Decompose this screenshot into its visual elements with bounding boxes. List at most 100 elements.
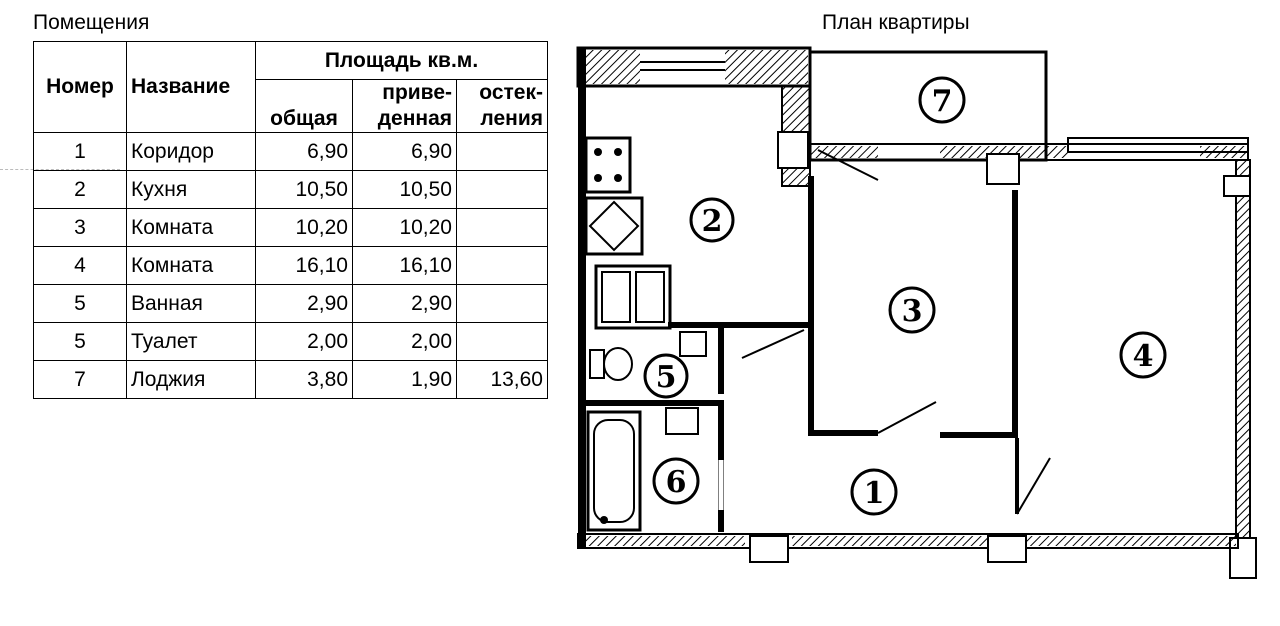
column-box — [987, 535, 1027, 563]
cell-number: 4 — [33, 246, 127, 285]
room-label-5: 5 — [643, 353, 689, 399]
svg-text:4: 4 — [1133, 339, 1154, 374]
column-box — [986, 153, 1020, 185]
sink-bowl — [588, 200, 640, 252]
rooms-caption: Помещения — [33, 11, 150, 34]
drain — [600, 516, 608, 524]
cell-name: Комната — [126, 208, 256, 247]
wc-sink-icon — [679, 331, 707, 357]
header-name: Название — [126, 41, 256, 133]
bottom-wall — [577, 533, 1239, 549]
cell-glazing-area — [456, 322, 548, 361]
kitchen-sink-icon — [584, 196, 644, 256]
cell-reduced-area: 1,90 — [352, 360, 457, 399]
header-total: общая — [255, 79, 353, 133]
cell-reduced-area: 2,00 — [352, 322, 457, 361]
burner — [614, 174, 622, 182]
floor-plan: 7 2 3 4 5 6 1 — [576, 46, 1257, 579]
hatch-block — [725, 50, 808, 84]
svg-text:6: 6 — [666, 465, 687, 500]
cell-total-area: 16,10 — [255, 246, 353, 285]
cell-glazing-area — [456, 170, 548, 209]
cell-name: Коридор — [126, 132, 256, 171]
cell-reduced-area: 10,50 — [352, 170, 457, 209]
bathtub-inner — [593, 419, 635, 523]
burner — [614, 148, 622, 156]
door-swing — [877, 401, 937, 434]
header-reduced: приве- денная — [352, 79, 457, 133]
cell-name: Кухня — [126, 170, 256, 209]
svg-text:2: 2 — [702, 204, 723, 239]
cell-name: Ванная — [126, 284, 256, 323]
header-area-group: Площадь кв.м. — [255, 41, 548, 80]
hatch-block — [580, 50, 640, 84]
cell-number: 1 — [33, 132, 127, 171]
svg-text:1: 1 — [864, 476, 885, 511]
room-label-2: 2 — [689, 197, 735, 243]
cell-reduced-area: 6,90 — [352, 132, 457, 171]
hatch-block — [940, 146, 1068, 158]
burner — [594, 148, 602, 156]
cell-total-area: 10,20 — [255, 208, 353, 247]
column-box — [1223, 175, 1251, 197]
cell-number: 5 — [33, 322, 127, 361]
cell-glazing-area — [456, 132, 548, 171]
header-glazing: остек- ления — [456, 79, 548, 133]
stove-icon — [584, 136, 632, 194]
cell-name: Лоджия — [126, 360, 256, 399]
cell-total-area: 2,90 — [255, 284, 353, 323]
cell-glazing-area: 13,60 — [456, 360, 548, 399]
rooms-table: Номер Название Площадь кв.м. общая приве… — [33, 41, 548, 399]
room-label-1: 1 — [850, 468, 898, 516]
appliance-unit — [635, 271, 665, 323]
room-label-3: 3 — [888, 286, 936, 334]
room3-left-wall — [808, 176, 814, 436]
plan-caption: План квартиры — [822, 11, 970, 34]
burner — [594, 174, 602, 182]
cell-total-area: 3,80 — [255, 360, 353, 399]
cell-number: 5 — [33, 284, 127, 323]
cell-glazing-area — [456, 246, 548, 285]
room-label-7: 7 — [918, 76, 966, 124]
room-label-4: 4 — [1119, 331, 1167, 379]
room3-bottom-wall — [940, 432, 1018, 438]
left-wall — [578, 48, 586, 548]
appliance-icon — [594, 264, 672, 330]
door-swing — [817, 149, 879, 181]
svg-text:5: 5 — [656, 360, 677, 395]
appliance-unit — [601, 271, 631, 323]
cell-number: 7 — [33, 360, 127, 399]
column-box — [777, 131, 809, 169]
toilet-icon — [603, 347, 633, 381]
room4-partition — [1015, 438, 1019, 514]
cell-total-area: 2,00 — [255, 322, 353, 361]
cell-number: 2 — [33, 170, 127, 209]
cell-number: 3 — [33, 208, 127, 247]
hatch-block — [792, 536, 992, 546]
door-swing — [1016, 457, 1051, 515]
cell-total-area: 6,90 — [255, 132, 353, 171]
hatch-block — [580, 536, 745, 546]
hatch-block — [1020, 536, 1236, 546]
cell-glazing-area — [456, 284, 548, 323]
toilet-tank — [589, 349, 605, 379]
bath-sink-icon — [665, 407, 699, 435]
door-swing — [741, 329, 805, 359]
svg-text:3: 3 — [902, 294, 923, 329]
room3-bottom-wall — [808, 430, 878, 436]
bath-top-wall — [582, 400, 724, 406]
column-box — [749, 535, 789, 563]
cell-name: Туалет — [126, 322, 256, 361]
room-label-6: 6 — [652, 457, 700, 505]
header-number: Номер — [33, 41, 127, 133]
cell-reduced-area: 10,20 — [352, 208, 457, 247]
bathtub-icon — [586, 410, 642, 532]
cell-name: Комната — [126, 246, 256, 285]
